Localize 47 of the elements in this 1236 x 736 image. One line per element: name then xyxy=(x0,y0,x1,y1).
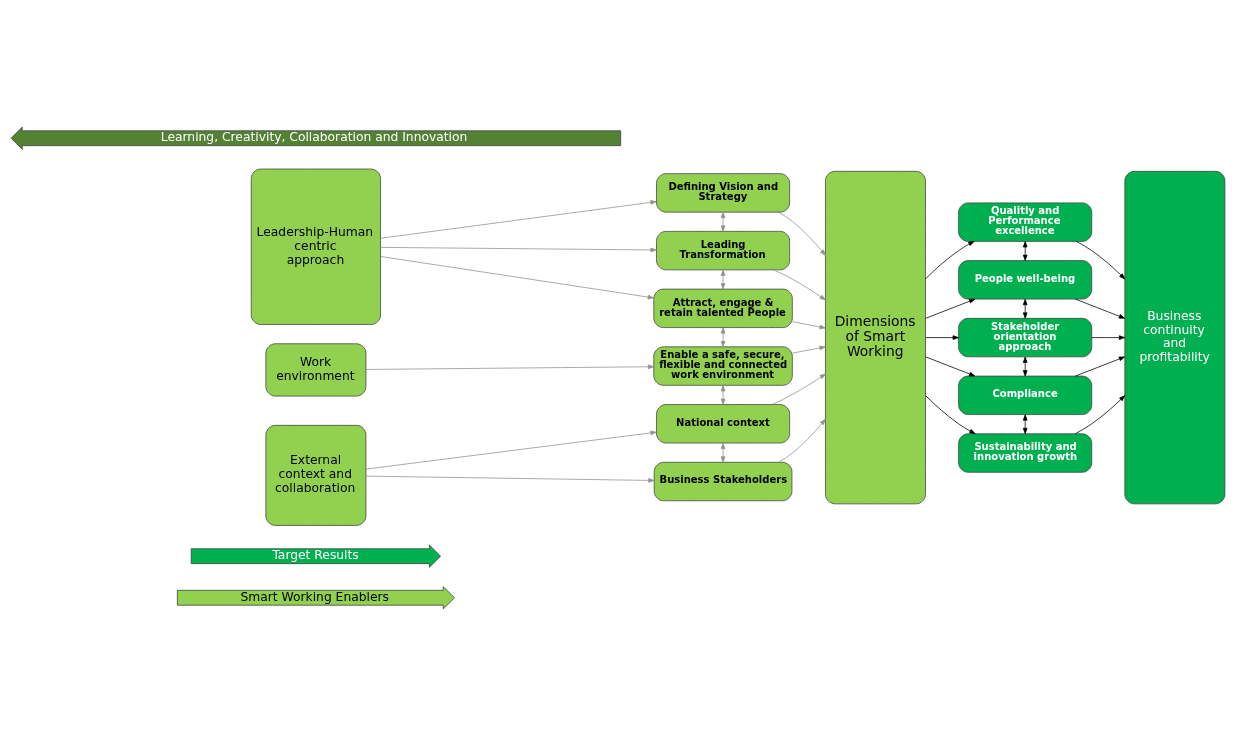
arrow xyxy=(792,345,826,354)
arrow xyxy=(720,211,726,232)
arrow xyxy=(1022,241,1028,261)
node-box: Enable a safe, secure, flexible and connected work environment xyxy=(653,346,793,386)
node-box: National context xyxy=(656,404,791,444)
arrow xyxy=(1074,395,1126,435)
arrow xyxy=(1075,241,1126,280)
arrow xyxy=(365,430,657,470)
arrow xyxy=(778,211,826,256)
arrow xyxy=(925,356,976,377)
arrow xyxy=(365,475,655,483)
arrow xyxy=(1075,356,1125,377)
arrow xyxy=(925,395,976,435)
arrow xyxy=(380,247,657,253)
node-box: Business Stakeholders xyxy=(653,461,793,502)
node-box: Defining Vision and Strategy xyxy=(656,173,791,213)
node-box: Business continuity and profitability xyxy=(1124,170,1226,505)
node-box: Work environment xyxy=(265,343,367,397)
arrow xyxy=(720,385,726,405)
arrow xyxy=(720,269,726,290)
node-box: Stakeholder orientation approach xyxy=(958,317,1093,358)
arrow xyxy=(1091,335,1126,340)
arrow xyxy=(1022,356,1028,377)
node-box: Sustainability and innovation growth xyxy=(958,433,1093,473)
node-box: Qualitly and Performance excellence xyxy=(958,202,1093,242)
arrow xyxy=(1022,298,1028,319)
arrow xyxy=(380,200,657,239)
arrow xyxy=(925,335,959,340)
node-box: Dimensions of Smart Working xyxy=(825,170,926,505)
arrow xyxy=(778,418,826,463)
arrow xyxy=(1075,298,1125,319)
arrow xyxy=(792,321,826,330)
arrow xyxy=(720,327,726,348)
node-box: Compliance xyxy=(958,375,1093,415)
node-box: People well-being xyxy=(958,260,1093,300)
arrow xyxy=(771,373,826,405)
arrow xyxy=(365,364,655,370)
arrow xyxy=(720,442,726,463)
node-box: Attract, engage & retain talented People xyxy=(653,288,793,328)
arrow xyxy=(380,256,654,300)
node-box: External context and collaboration xyxy=(265,424,367,526)
arrow xyxy=(925,298,976,319)
node-box: Leading Transformation xyxy=(656,231,791,271)
arrow xyxy=(773,269,826,301)
arrow xyxy=(1022,414,1028,435)
arrow xyxy=(925,241,975,280)
node-box: Leadership-Human centric approach xyxy=(250,168,381,325)
